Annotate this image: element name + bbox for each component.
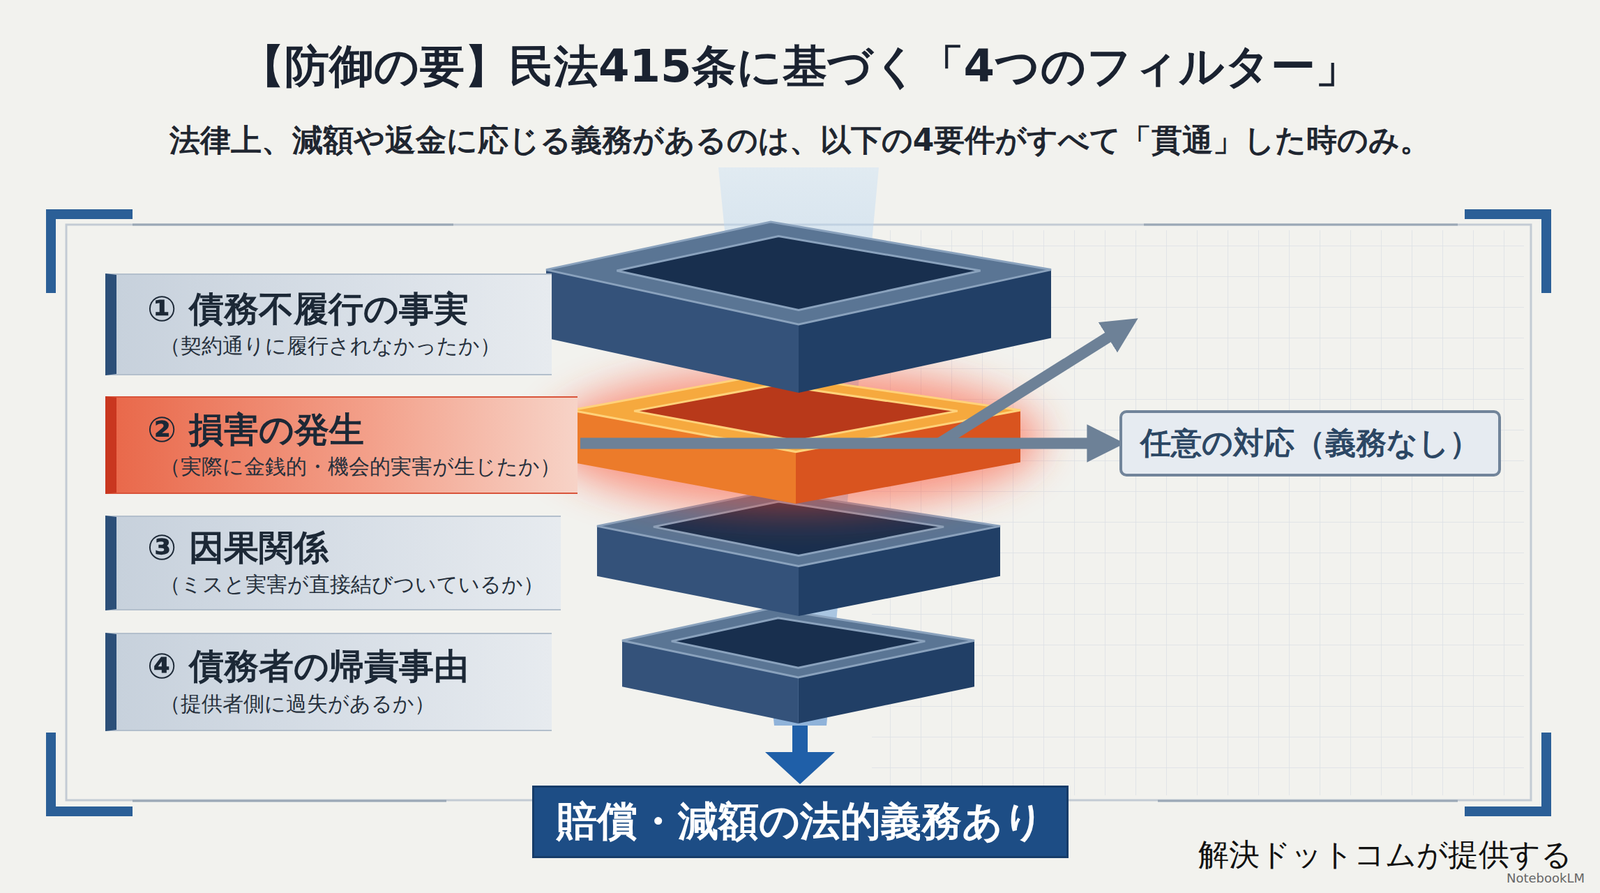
filter-heading: ① 債務不履行の事実 bbox=[147, 289, 538, 330]
filter-band: ④ 債務者の帰責事由（提供者側に過失があるか） bbox=[105, 632, 552, 731]
result-box: 任意の対応（義務なし） bbox=[1119, 410, 1501, 477]
box-label: 任意の対応（義務なし） bbox=[1140, 422, 1481, 464]
outcome-box: 賠償・減額の法的義務あり bbox=[532, 785, 1069, 858]
pass-arrow-head bbox=[765, 751, 835, 784]
filter-heading: ④ 債務者の帰責事由 bbox=[147, 646, 538, 688]
filter-question: （実際に金銭的・機会的実害が生じたか） bbox=[147, 452, 564, 480]
filter-frame bbox=[622, 608, 975, 724]
deflect-arrow bbox=[938, 327, 1123, 444]
filter-band: ① 債務不履行の事実（契約通りに履行されなかったか） bbox=[105, 273, 552, 376]
box-label: 賠償・減額の法的義務あり bbox=[556, 794, 1045, 849]
filter-question: （ミスと実害が直接結びついているか） bbox=[147, 570, 547, 598]
filter-question: （契約通りに履行されなかったか） bbox=[147, 331, 538, 360]
filter-heading: ③ 因果関係 bbox=[147, 527, 547, 569]
filter-frame bbox=[546, 221, 1052, 393]
subtitle: 法律上、減額や返金に応じる義務があるのは、以下の4要件がすべて「貫通」した時のみ… bbox=[0, 119, 1600, 162]
pass-arrow bbox=[792, 725, 808, 754]
credit: 解決ドットコムが提供する bbox=[1198, 834, 1573, 876]
filter-band: ② 損害の発生（実際に金銭的・機会的実害が生じたか） bbox=[105, 396, 578, 494]
filter-band: ③ 因果関係（ミスと実害が直接結びついているか） bbox=[105, 515, 561, 611]
filter-question: （提供者側に過失があるか） bbox=[147, 689, 538, 718]
frame-brackets bbox=[50, 214, 1547, 812]
connector-arrow bbox=[580, 438, 1110, 450]
filter-heading: ② 損害の発生 bbox=[147, 410, 564, 451]
watermark: NotebookLM bbox=[1506, 870, 1585, 886]
title: 【防御の要】民法415条に基づく「4つのフィルター」 bbox=[0, 36, 1600, 97]
